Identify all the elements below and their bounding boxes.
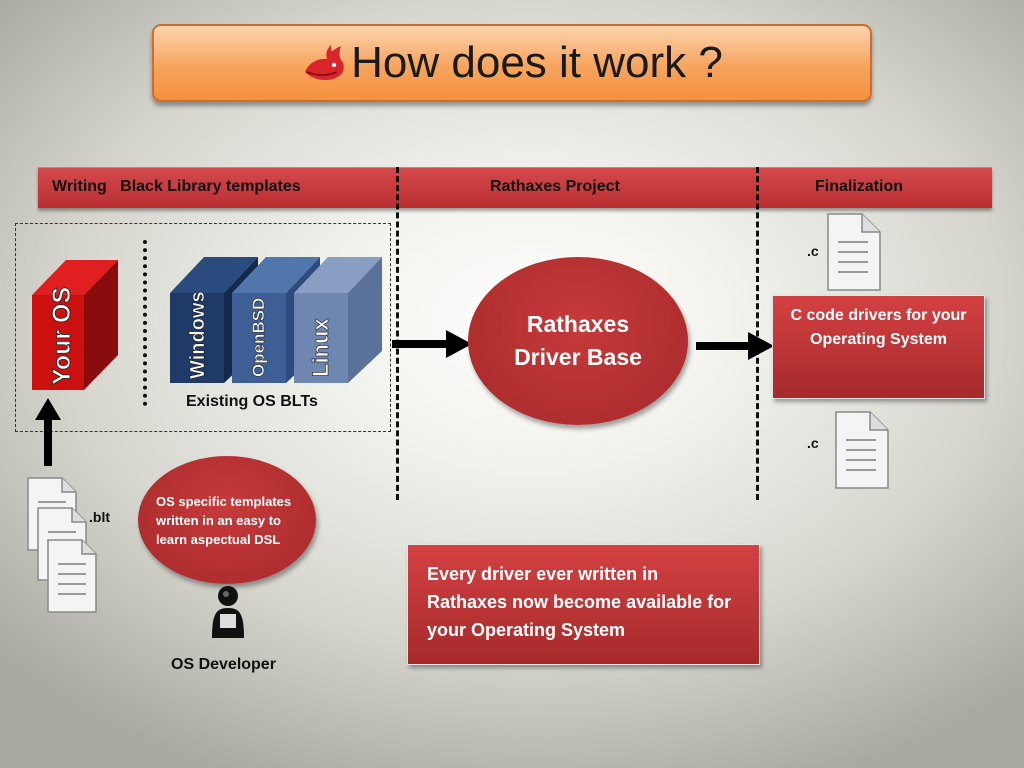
templates-ellipse-text: OS specific templates written in an easy… bbox=[156, 493, 292, 547]
header-writing-label: Writing Black Library templates bbox=[52, 178, 301, 195]
c-label-bottom: .c bbox=[807, 435, 819, 451]
blt-label: .blt bbox=[89, 509, 110, 525]
existing-os-group bbox=[15, 223, 391, 432]
windows-label: Windows bbox=[187, 291, 209, 379]
driver-base-ellipse: Rathaxes Driver Base bbox=[468, 257, 688, 425]
person-icon bbox=[212, 586, 244, 638]
templates-ellipse: OS specific templates written in an easy… bbox=[138, 456, 316, 584]
page-title: How does it work ? bbox=[351, 38, 723, 87]
section-header-bar: Writing Black Library templates Rathaxes… bbox=[38, 167, 992, 208]
dotted-divider bbox=[143, 240, 147, 406]
arrow-up-icon bbox=[35, 398, 61, 466]
arrow-right-icon bbox=[696, 332, 774, 360]
header-finalization-label: Finalization bbox=[815, 178, 903, 195]
os-developer-label: OS Developer bbox=[171, 656, 276, 673]
linux-label: Linux bbox=[308, 318, 333, 377]
openbsd-label: OpenBSD bbox=[249, 298, 268, 377]
title-box: How does it work ? bbox=[152, 24, 872, 102]
linux-block: Linux bbox=[294, 257, 382, 383]
document-icon bbox=[47, 539, 97, 613]
rathaxes-logo-icon bbox=[305, 45, 344, 81]
separator-left bbox=[396, 167, 399, 500]
document-icon bbox=[835, 411, 889, 489]
c-drivers-text: C code drivers for your Operating System bbox=[790, 307, 967, 348]
driver-base-label: Rathaxes Driver Base bbox=[514, 311, 642, 370]
blt-documents bbox=[27, 477, 97, 613]
your-os-label: Your OS bbox=[48, 287, 76, 385]
every-driver-text: Every driver ever written in Rathaxes no… bbox=[427, 564, 732, 640]
header-project-label: Rathaxes Project bbox=[490, 178, 620, 195]
arrow-right-icon bbox=[392, 330, 472, 358]
separator-right bbox=[756, 167, 759, 500]
c-label-top: .c bbox=[807, 243, 819, 259]
existing-os-label: Existing OS BLTs bbox=[186, 393, 318, 410]
every-driver-box: Every driver ever written in Rathaxes no… bbox=[407, 544, 760, 665]
document-icon bbox=[827, 213, 881, 291]
your-os-block: Your OS bbox=[32, 260, 118, 390]
c-drivers-box: C code drivers for your Operating System bbox=[772, 295, 985, 399]
